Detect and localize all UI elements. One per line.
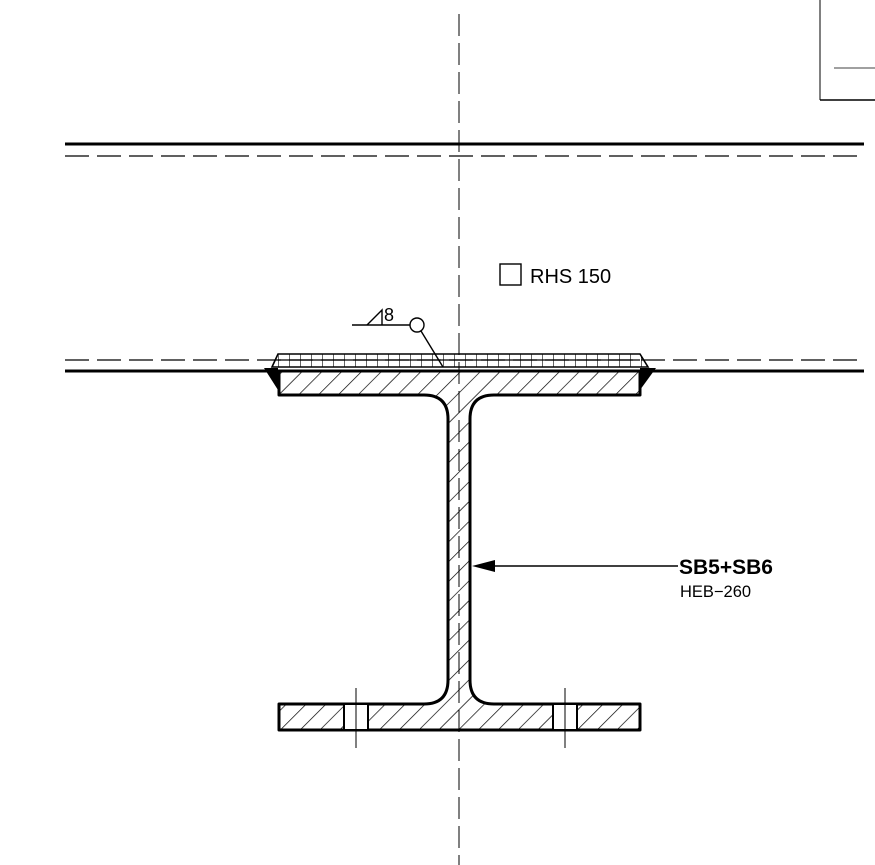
weld-size: 8 — [384, 305, 394, 325]
weld-bead — [264, 353, 656, 390]
title-block-corner — [819, 0, 875, 101]
part-mark: SB5+SB6 — [679, 556, 773, 579]
rhs-top-edge — [65, 142, 864, 157]
part-profile: HEB−260 — [680, 583, 751, 601]
part-mark-leader — [472, 560, 678, 572]
heb-profile-section — [277, 369, 642, 732]
member-label: RHS 150 — [530, 266, 611, 288]
bolt-holes — [343, 688, 578, 748]
hollow-section-icon — [499, 263, 522, 286]
